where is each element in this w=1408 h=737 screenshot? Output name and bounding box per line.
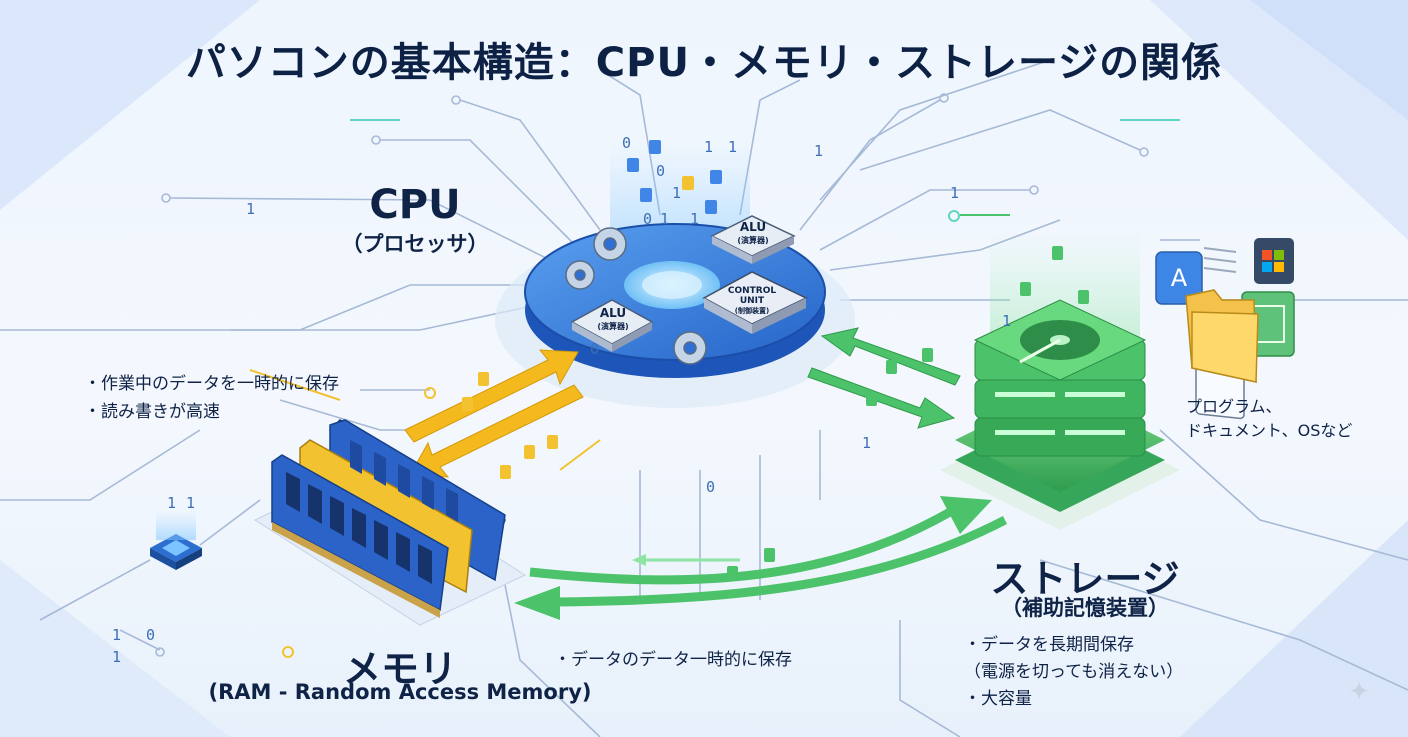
alu-bottom-label: ALU (演算器) bbox=[582, 306, 644, 334]
memory-subheading: (RAM - Random Access Memory) bbox=[208, 680, 592, 704]
storage-note-2: （電源を切っても消えない） bbox=[964, 662, 1184, 682]
folder-icon bbox=[1185, 289, 1259, 383]
alu-chip-top bbox=[710, 215, 796, 264]
binary-digit: 0 bbox=[706, 478, 715, 496]
memory-heading: メモリ bbox=[342, 647, 457, 691]
cpu-subheading: （プロセッサ） bbox=[341, 232, 489, 256]
alu-top-sub: (演算器) bbox=[737, 236, 769, 245]
storage-note-3: ・大容量 bbox=[964, 689, 1032, 709]
binary-digit: 0 bbox=[146, 626, 155, 644]
binary-digit: 1 bbox=[246, 200, 255, 218]
binary-digit: 0 bbox=[590, 340, 599, 358]
cpu-memory-arrows bbox=[404, 349, 584, 479]
binary-digit: 1 bbox=[660, 210, 669, 228]
files-note-2: ドキュメント、OSなど bbox=[1186, 421, 1353, 440]
binary-digit: 1 bbox=[728, 138, 737, 156]
binary-digits: 1 0 1 1 0 1 1 1 0 1 1 1 0 1 1 0 1 1 1 0 bbox=[112, 134, 1011, 666]
binary-digit: 1 bbox=[814, 142, 823, 160]
small-chip-icon bbox=[150, 510, 202, 570]
cpu-heading: CPU bbox=[369, 182, 461, 228]
binary-digit: 1 bbox=[862, 434, 871, 452]
ram-chips bbox=[286, 440, 458, 584]
cpu-storage-arrows bbox=[807, 327, 961, 429]
storage-note-1: ・データを長期間保存 bbox=[964, 635, 1134, 655]
control-unit-sub: (制御装置) bbox=[734, 307, 770, 315]
binary-digit: 1 bbox=[704, 138, 713, 156]
storage-notes: ・データを長期間保存 （電源を切っても消えない） ・大容量 bbox=[964, 632, 1183, 713]
alu-top-label: ALU (演算器) bbox=[722, 220, 784, 248]
binary-digit: 1 bbox=[186, 494, 195, 512]
control-unit-label: CONTROL UNIT (制御装置) bbox=[720, 286, 784, 316]
binary-digit: 0 bbox=[643, 210, 652, 228]
binary-digit: 1 bbox=[112, 626, 121, 644]
control-unit-title: CONTROL UNIT bbox=[727, 286, 777, 306]
storage-heading: ストレージ bbox=[990, 557, 1180, 601]
hard-drive-icon bbox=[940, 299, 1180, 530]
alu-bottom-title: ALU bbox=[599, 306, 627, 320]
binary-digit: 1 bbox=[167, 494, 176, 512]
binary-digit: 1 bbox=[690, 210, 699, 228]
sparkle-icon: ✦ bbox=[1348, 677, 1370, 707]
binary-digit: 0 bbox=[622, 134, 631, 152]
binary-digit: 1 bbox=[950, 184, 959, 202]
binary-digit: 1 bbox=[1002, 312, 1011, 330]
binary-digit: 1 bbox=[672, 184, 681, 202]
trace-accents bbox=[249, 119, 1180, 658]
green-data-cubes bbox=[1020, 246, 1089, 336]
memory-note-2: ・読み書きが高速 bbox=[84, 402, 220, 422]
memory-note-1: ・作業中のデータを一時的に保存 bbox=[84, 374, 339, 394]
binary-digit: 0 bbox=[656, 162, 665, 180]
windows-icon bbox=[1254, 238, 1294, 284]
memory-storage-arrows bbox=[514, 496, 1008, 620]
alu-top-title: ALU bbox=[739, 220, 767, 234]
app-store-icon: A bbox=[1155, 251, 1203, 305]
memory-notes: ・作業中のデータを一時的に保存 ・読み書きが高速 bbox=[84, 370, 339, 426]
alu-bottom-sub: (演算器) bbox=[597, 322, 629, 331]
binary-digit: 1 bbox=[112, 648, 121, 666]
flow-note: ・データのデータ一時的に保存 bbox=[554, 650, 792, 670]
page-title: パソコンの基本構造：CPU・メモリ・ストレージの関係 bbox=[185, 40, 1223, 86]
gear-icon bbox=[565, 227, 707, 365]
alu-chip-bottom bbox=[570, 299, 654, 352]
svg-text:A: A bbox=[1171, 264, 1188, 292]
cpu-disk bbox=[495, 223, 855, 408]
control-unit-chip bbox=[702, 271, 808, 334]
files-note: プログラム、 ドキュメント、OSなど bbox=[1186, 395, 1352, 443]
files-note-1: プログラム、 bbox=[1186, 397, 1282, 416]
storage-subheading: （補助記憶装置） bbox=[1001, 596, 1169, 620]
